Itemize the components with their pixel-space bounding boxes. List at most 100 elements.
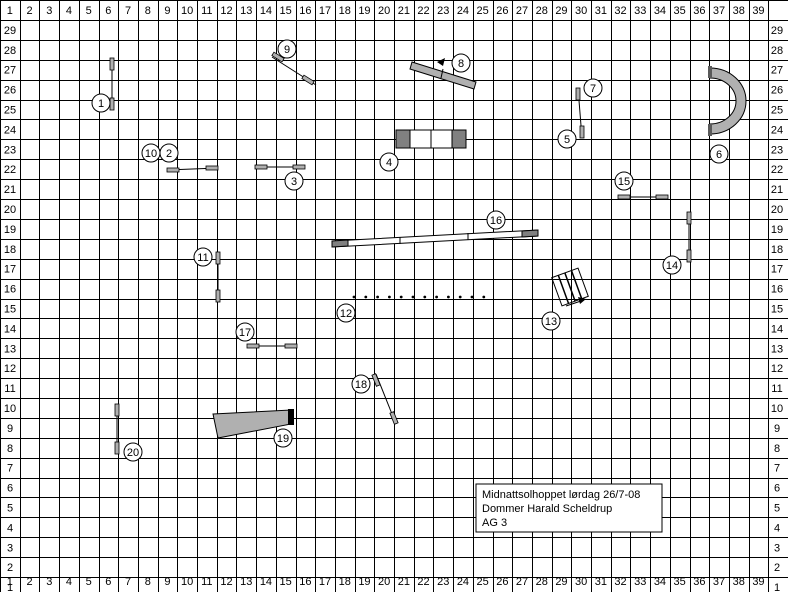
x-axis-label-top: 27 [516,5,528,17]
y-axis-label-right: 26 [771,85,783,97]
y-axis-label-left: 20 [4,204,16,216]
obstacle-label-8: 8 [451,53,471,73]
x-axis-label-bottom: 3 [46,576,52,588]
weave-pole [352,295,356,299]
x-axis-label-bottom: 16 [299,576,311,588]
obstacle-number: 8 [458,58,464,70]
y-axis-label-left: 2 [7,562,13,574]
x-axis-label-top: 10 [181,5,193,17]
y-axis-label-right: 29 [771,25,783,37]
x-axis-label-top: 4 [66,5,72,17]
x-axis-label-bottom: 13 [240,576,252,588]
obstacle-19-collapsed-tunnel [212,409,294,439]
x-axis-label-top: 31 [595,5,607,17]
obstacle-number: 5 [564,134,570,146]
x-axis-label-bottom: 17 [319,576,331,588]
weave-pole [376,295,379,299]
y-axis-label-left: 25 [4,104,16,116]
obstacle-label-4: 4 [379,152,399,172]
y-axis-label-left: 16 [4,284,16,296]
obstacle-label-3: 3 [284,171,304,191]
x-axis-label-top: 5 [86,5,92,17]
x-axis-label-bottom: 6 [105,576,111,588]
y-axis-label-right: 19 [771,224,783,236]
y-axis-label-right: 24 [771,124,783,136]
obstacle-label-19: 19 [273,428,293,448]
x-axis-label-bottom: 28 [536,576,548,588]
weave-pole [388,295,391,299]
x-axis-label-bottom: 36 [693,576,705,588]
obstacle-3-jump [254,164,306,170]
x-axis-label-bottom: 7 [125,576,131,588]
x-axis-label-top: 14 [260,5,272,17]
weave-pole [435,295,438,299]
y-axis-label-right: 11 [771,383,782,395]
obstacle-number: 4 [386,157,392,169]
obstacle-label-12: 12 [336,303,356,323]
x-axis-label-top: 7 [125,5,131,17]
y-axis-label-right: 2 [774,562,780,574]
x-axis-label-bottom: 39 [752,576,764,588]
y-axis-label-right: 9 [774,423,780,435]
obstacle-number: 16 [490,215,502,227]
y-axis-label-right: 15 [771,303,783,315]
weave-pole [482,295,486,299]
obstacle-label-14: 14 [662,255,682,275]
y-axis-label-left: 12 [4,363,16,375]
x-axis-label-bottom: 30 [575,576,587,588]
x-axis-label-top: 12 [220,5,232,17]
y-axis-label-right: 25 [771,104,783,116]
y-axis-label-left: 9 [7,423,13,435]
x-axis-label-top: 19 [358,5,370,17]
obstacle-label-17: 17 [235,322,255,342]
obstacle-label-20: 20 [123,442,143,462]
y-axis-label-left: 7 [7,463,13,475]
x-axis-label-bottom: 11 [201,576,212,588]
x-axis-label-bottom: 21 [398,576,410,588]
x-axis-label-bottom: 5 [86,576,92,588]
obstacle-17-jump [246,343,298,349]
weave-pole [447,295,450,299]
obstacle-label-11: 11 [193,247,213,267]
x-axis-label-bottom: 22 [417,576,429,588]
x-axis-label-bottom: 33 [634,576,646,588]
y-axis-label-left: 6 [7,483,13,495]
y-axis-label-right: 23 [771,144,783,156]
obstacle-number: 11 [197,252,208,264]
y-axis-label-right: 13 [771,343,783,355]
y-axis-label-right: 12 [771,363,783,375]
x-axis-label-bottom: 12 [220,576,232,588]
x-axis-label-top: 18 [339,5,351,17]
x-axis-label-top: 24 [457,5,469,17]
obstacle-20-jump [114,403,120,455]
x-axis-label-top: 34 [654,5,666,17]
obstacle-1-jump [109,57,115,111]
obstacle-number: 3 [291,176,297,188]
obstacle-number: 2 [166,148,172,160]
obstacle-8-seesaw [409,58,477,90]
obstacle-number: 1 [98,98,104,110]
x-axis-label-top: 29 [555,5,567,17]
x-axis-label-top: 26 [496,5,508,17]
x-axis-label-bottom: 4 [66,576,72,588]
weave-pole [470,295,474,299]
x-axis-label-top: 6 [105,5,111,17]
course-info-box: Midnattsolhoppet lørdag 26/7-08 Dommer H… [475,483,663,533]
obstacle-number: 18 [355,379,367,391]
x-axis-label-bottom: 29 [555,576,567,588]
info-judge: Dommer Harald Scheldrup [482,503,612,515]
x-axis-label-bottom: 18 [339,576,351,588]
obstacle-number: 10 [145,148,157,160]
x-axis-label-top: 11 [201,5,212,17]
x-axis-label-top: 23 [437,5,449,17]
obstacle-label-7: 7 [583,78,603,98]
x-axis-label-top: 30 [575,5,587,17]
y-axis-label-right: 20 [771,204,783,216]
obstacle-number: 19 [277,433,289,445]
x-axis-label-top: 15 [280,5,292,17]
obstacle-number: 12 [340,308,352,320]
y-axis-label-left: 14 [4,323,16,335]
x-axis-label-top: 38 [733,5,745,17]
